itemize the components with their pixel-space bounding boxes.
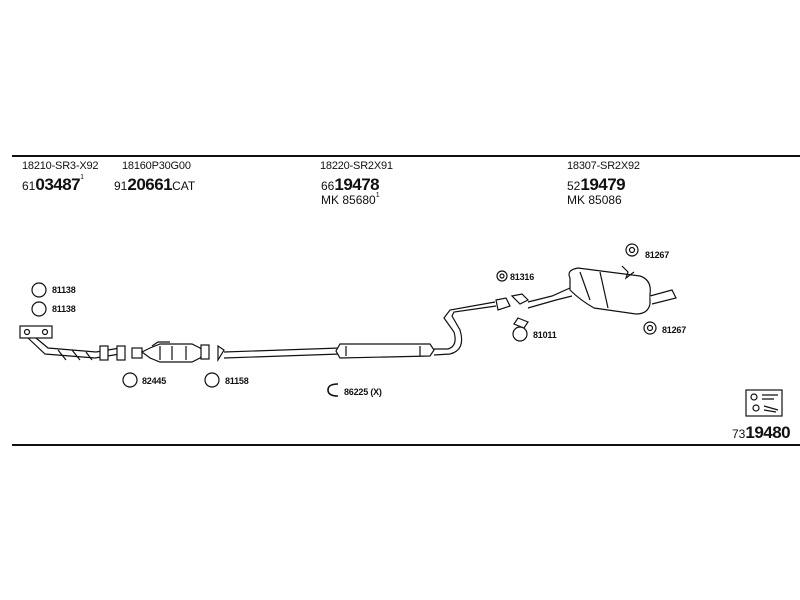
label-81267-b: 81267	[662, 325, 687, 335]
rubber-hanger-81316	[496, 270, 508, 282]
rubber-hanger-81267-a	[625, 243, 639, 257]
bottom-rule	[12, 444, 800, 446]
mk-number-middle-silencer: MK 856801	[321, 192, 380, 207]
middle-silencer-drawing	[217, 301, 497, 363]
label-81011: 81011	[533, 330, 557, 340]
part-code-front-pipe: 18210-SR3-X92	[22, 160, 99, 172]
gasket-ring-81138-a	[31, 282, 47, 298]
rubber-hanger-81267-b	[643, 321, 657, 335]
label-86225: 86225 (X)	[344, 387, 382, 397]
part-number-rear-silencer: 5219479	[567, 175, 626, 194]
catalytic-converter-drawing	[131, 341, 210, 363]
connector-flange-drawing	[495, 293, 530, 329]
part-number-middle-silencer: 6619478	[321, 175, 380, 194]
mk-number-rear-silencer: MK 85086	[567, 193, 622, 207]
part-code-rear-silencer: 18307-SR2X92	[567, 160, 640, 172]
rear-silencer-drawing	[527, 265, 677, 315]
clamp-icon	[327, 383, 339, 397]
label-81158: 81158	[225, 376, 249, 386]
label-81138-b: 81138	[52, 304, 76, 314]
front-pipe-drawing	[19, 325, 126, 361]
label-81316: 81316	[510, 272, 535, 282]
top-rule	[12, 155, 800, 157]
part-code-catalyst: 18160P30G00	[122, 160, 191, 172]
gasket-ring-81138-b	[31, 301, 47, 317]
label-82445: 82445	[142, 376, 167, 386]
gasket-ring-82445	[122, 372, 138, 388]
part-number-catalyst: 9120661CAT	[114, 175, 196, 194]
gasket-ring-81011	[512, 326, 528, 342]
kit-part-number: 7319480	[732, 423, 791, 442]
gasket-ring-81158	[204, 372, 220, 388]
part-code-middle-silencer: 18220-SR2X91	[320, 160, 393, 172]
mounting-kit-icon	[745, 389, 783, 417]
part-number-front-pipe: 61034871	[22, 174, 85, 194]
label-81138-a: 81138	[52, 285, 76, 295]
label-81267-a: 81267	[645, 250, 670, 260]
